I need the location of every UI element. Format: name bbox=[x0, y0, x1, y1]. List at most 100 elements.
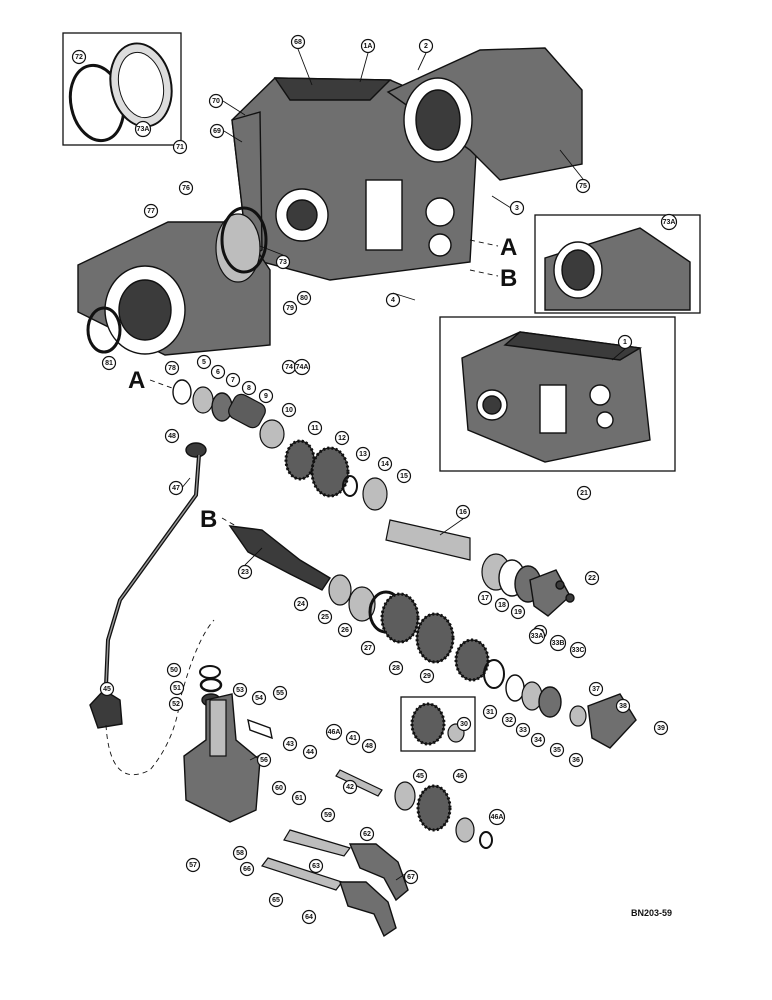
callout-circle bbox=[510, 604, 526, 620]
gasket-inset-box bbox=[62, 32, 182, 146]
callout-39: 39 bbox=[653, 720, 669, 736]
callout-number: 55 bbox=[276, 690, 284, 697]
callout-33a: 33A bbox=[528, 627, 546, 645]
callout-62: 62 bbox=[359, 826, 375, 842]
callout-number: 37 bbox=[592, 686, 600, 693]
callout-47: 47 bbox=[168, 480, 184, 496]
callout-46a: 46A bbox=[488, 808, 506, 826]
callout-number: 33B bbox=[552, 640, 565, 647]
lower-shaft-assembly bbox=[228, 525, 637, 749]
callout-circle bbox=[452, 768, 468, 784]
callout-number: 23 bbox=[241, 569, 249, 576]
callout-44: 44 bbox=[302, 744, 318, 760]
callout-circle bbox=[528, 627, 546, 645]
callout-number: 32 bbox=[505, 717, 513, 724]
left-axle-housing bbox=[77, 213, 271, 356]
ref-letter-a-shaft: A bbox=[128, 367, 145, 394]
callout-46: 46 bbox=[452, 768, 468, 784]
callout-number: 34 bbox=[534, 737, 542, 744]
callout-circle bbox=[388, 660, 404, 676]
callout-23: 23 bbox=[237, 564, 253, 580]
callout-68: 68 bbox=[290, 34, 306, 50]
callout-circle bbox=[419, 668, 435, 684]
callout-42: 42 bbox=[342, 779, 358, 795]
callout-number: 1 bbox=[623, 339, 627, 346]
callout-70: 70 bbox=[208, 93, 224, 109]
callout-number: 57 bbox=[189, 862, 197, 869]
callout-number: 48 bbox=[365, 743, 373, 750]
callout-number: 27 bbox=[364, 645, 372, 652]
callout-number: 16 bbox=[459, 509, 467, 516]
callout-46a: 46A bbox=[325, 723, 343, 741]
callout-number: 65 bbox=[272, 897, 280, 904]
callout-circle bbox=[660, 213, 678, 231]
callout-number: 63 bbox=[312, 863, 320, 870]
callout-circle bbox=[290, 34, 306, 50]
callout-number: 68 bbox=[294, 39, 302, 46]
callout-circle bbox=[418, 38, 434, 54]
callout-number: 41 bbox=[349, 735, 357, 742]
callout-number: 19 bbox=[514, 609, 522, 616]
callout-55: 55 bbox=[272, 685, 288, 701]
catalog-code: BN203-59 bbox=[631, 908, 672, 918]
callout-48: 48 bbox=[361, 738, 377, 754]
callout-58: 58 bbox=[232, 845, 248, 861]
callout-number: 31 bbox=[486, 709, 494, 716]
callout-5: 5 bbox=[196, 354, 212, 370]
callout-circle bbox=[210, 364, 226, 380]
callout-circle bbox=[272, 685, 288, 701]
callout-number: 66 bbox=[243, 866, 251, 873]
callout-circle bbox=[377, 456, 393, 472]
callout-53: 53 bbox=[232, 682, 248, 698]
callout-number: 33A bbox=[531, 633, 544, 640]
callout-circle bbox=[549, 634, 567, 652]
callout-circle bbox=[569, 641, 587, 659]
callout-79: 79 bbox=[282, 300, 298, 316]
callout-17: 17 bbox=[477, 590, 493, 606]
callout-28: 28 bbox=[388, 660, 404, 676]
callout-number: 73A bbox=[137, 126, 150, 133]
callout-54: 54 bbox=[251, 690, 267, 706]
callout-8: 8 bbox=[241, 380, 257, 396]
callout-56: 56 bbox=[256, 752, 272, 768]
callout-65: 65 bbox=[268, 892, 284, 908]
callout-circle bbox=[208, 93, 224, 109]
housing-inset-box bbox=[534, 214, 701, 314]
callout-18: 18 bbox=[494, 597, 510, 613]
callout-circle bbox=[396, 468, 412, 484]
callout-number: 22 bbox=[588, 575, 596, 582]
callout-number: 7 bbox=[231, 377, 235, 384]
callout-circle bbox=[258, 388, 274, 404]
callout-number: 73 bbox=[279, 259, 287, 266]
callout-number: 71 bbox=[176, 144, 184, 151]
callout-78: 78 bbox=[164, 360, 180, 376]
callout-13: 13 bbox=[355, 446, 371, 462]
callout-circle bbox=[281, 402, 297, 418]
callout-number: 47 bbox=[172, 485, 180, 492]
callout-circle bbox=[360, 38, 376, 54]
callout-12: 12 bbox=[334, 430, 350, 446]
callout-34: 34 bbox=[530, 732, 546, 748]
callout-51: 51 bbox=[169, 680, 185, 696]
callout-number: 1A bbox=[364, 43, 373, 50]
callout-number: 77 bbox=[147, 208, 155, 215]
callout-number: 33 bbox=[519, 727, 527, 734]
callout-circle bbox=[178, 180, 194, 196]
callout-number: 12 bbox=[338, 435, 346, 442]
callout-circle bbox=[291, 790, 307, 806]
callout-number: 26 bbox=[341, 627, 349, 634]
callout-circle bbox=[588, 681, 604, 697]
callout-number: 15 bbox=[400, 473, 408, 480]
callout-circle bbox=[275, 254, 291, 270]
callout-circle bbox=[282, 736, 298, 752]
callout-71: 71 bbox=[172, 139, 188, 155]
callout-80: 80 bbox=[296, 290, 312, 306]
callout-circle bbox=[302, 744, 318, 760]
ref-letter-b-shaft: B bbox=[200, 506, 217, 533]
callout-circle bbox=[164, 360, 180, 376]
callout-circle bbox=[412, 768, 428, 784]
callout-number: 18 bbox=[498, 602, 506, 609]
callout-45: 45 bbox=[412, 768, 428, 784]
callout-63: 63 bbox=[308, 858, 324, 874]
